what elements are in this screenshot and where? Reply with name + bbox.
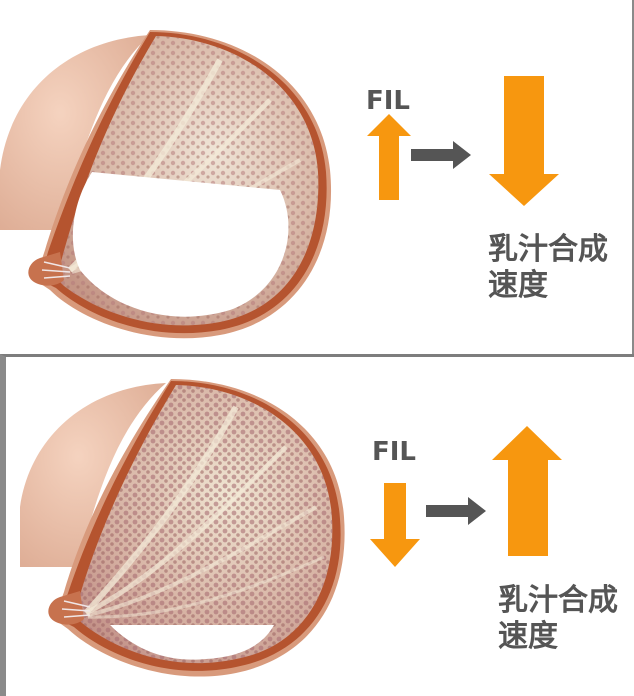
breast-cross-section-full-illustration <box>0 30 332 339</box>
milk-synthesis-label-line1: 乳汁合成 <box>488 232 608 267</box>
fil-label: FIL <box>372 437 417 467</box>
breast-cross-section-emptied-illustration <box>20 379 345 677</box>
fil-label: FIL <box>366 86 411 116</box>
right-arrow-icon <box>411 141 471 169</box>
panel-emptied-breast: FIL 乳汁合成 速度 <box>0 354 634 696</box>
panel-full-breast: FIL 乳汁合成 速度 <box>0 0 634 354</box>
milk-synthesis-rate-label: 乳汁合成 速度 <box>488 232 608 304</box>
milk-synthesis-label-line2: 速度 <box>488 268 548 303</box>
synthesis-down-arrow-icon <box>489 76 559 206</box>
fil-down-arrow-icon <box>370 483 420 567</box>
milk-synthesis-rate-label: 乳汁合成 速度 <box>498 583 618 655</box>
synthesis-up-arrow-icon <box>492 426 562 556</box>
milk-synthesis-label-line1: 乳汁合成 <box>498 583 618 618</box>
right-arrow-icon <box>426 497 486 525</box>
milk-synthesis-label-line2: 速度 <box>498 619 558 654</box>
fil-up-arrow-icon <box>367 114 411 200</box>
